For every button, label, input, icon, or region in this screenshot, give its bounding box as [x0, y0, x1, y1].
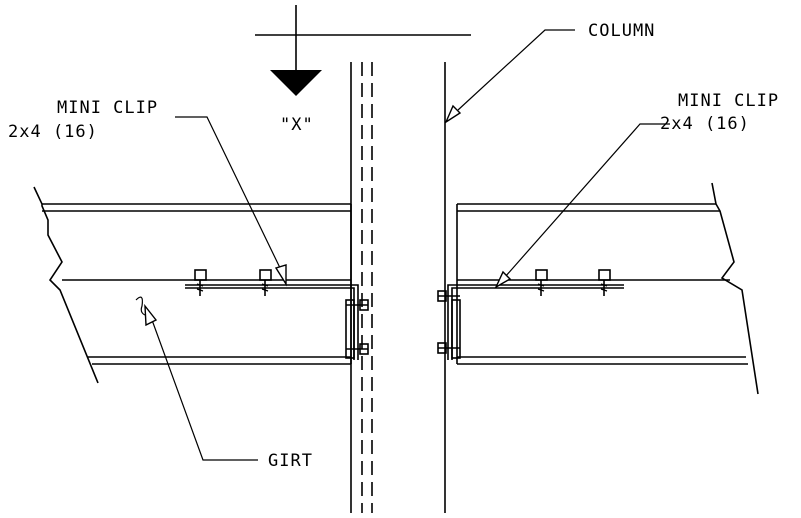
mini-clip-right-label-1: MINI CLIP — [678, 91, 779, 111]
column — [350, 62, 446, 513]
mini-clip-left-callout: MINI CLIP 2x4 (16) — [8, 98, 287, 287]
girt-callout: GIRT — [135, 296, 313, 471]
section-mark-label: "X" — [280, 115, 314, 135]
mini-clip-left-label-1: MINI CLIP — [57, 98, 158, 118]
screw-left-1 — [194, 269, 207, 296]
column-screw-right-lower — [437, 342, 460, 354]
column-label: COLUMN — [588, 21, 655, 41]
mini-clip-left-label-2: 2x4 (16) — [8, 122, 98, 142]
column-screw-left-upper — [346, 299, 369, 311]
mini-clip-right — [447, 284, 624, 360]
mini-clip-right-callout: MINI CLIP 2x4 (16) — [494, 91, 779, 289]
mini-clip-left — [185, 284, 359, 360]
mini-clip-right-label-2: 2x4 (16) — [660, 114, 750, 134]
column-screw-right-upper — [437, 290, 460, 302]
screw-left-2 — [259, 269, 272, 296]
column-screw-left-lower — [346, 343, 369, 355]
screw-right-2 — [598, 269, 611, 296]
screw-right-1 — [535, 269, 548, 296]
column-callout: COLUMN — [444, 21, 655, 124]
girt-left — [33, 186, 352, 384]
girt-label: GIRT — [268, 451, 313, 471]
section-marker: "X" — [255, 5, 471, 135]
